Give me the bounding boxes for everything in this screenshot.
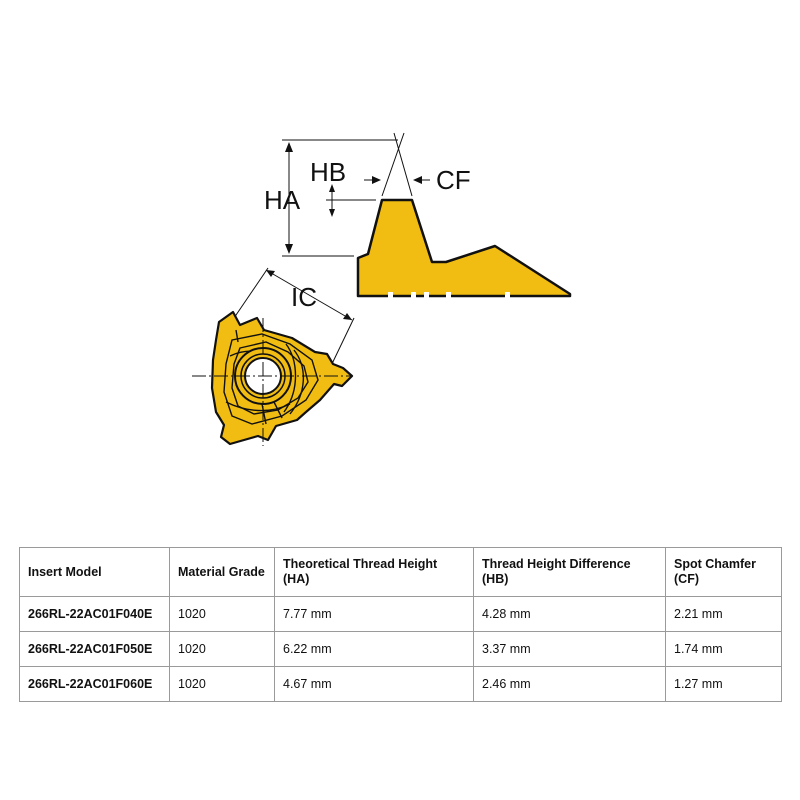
cell-spot-chamfer: 1.27 mm [665,666,782,702]
cell-spot-chamfer: 2.21 mm [665,596,782,632]
label-ic: IC [291,282,317,312]
cell-thread-height: 6.22 mm [274,631,474,667]
table-row: 266RL-22AC01F060E 1020 4.67 mm 2.46 mm 1… [19,666,782,702]
profile-base-marks [388,292,510,298]
dimension-arrowheads [266,142,422,320]
table-header-row: Insert Model Material Grade Theoretical … [19,547,782,597]
table-row: 266RL-22AC01F050E 1020 6.22 mm 3.37 mm 1… [19,631,782,667]
header-height-difference: Thread Height Difference (HB) [473,547,666,597]
label-cf: CF [436,165,471,195]
dimension-lines [233,132,430,369]
profile-view [356,198,572,298]
label-ha: HA [264,185,301,215]
cell-insert-model: 266RL-22AC01F040E [19,596,170,632]
cell-insert-model: 266RL-22AC01F050E [19,631,170,667]
header-insert-model: Insert Model [19,547,170,597]
cell-thread-height: 7.77 mm [274,596,474,632]
cell-material-grade: 1020 [169,631,275,667]
insert-front-view [192,310,354,446]
table-row: 266RL-22AC01F040E 1020 7.77 mm 4.28 mm 2… [19,596,782,632]
header-material-grade: Material Grade [169,547,275,597]
insert-diagram: HA HB CF IC [192,132,572,446]
cell-height-difference: 2.46 mm [473,666,666,702]
header-spot-chamfer: Spot Chamfer (CF) [665,547,782,597]
header-thread-height: Theoretical Thread Height (HA) [274,547,474,597]
cell-material-grade: 1020 [169,596,275,632]
profile-body [356,198,572,298]
cell-thread-height: 4.67 mm [274,666,474,702]
cell-height-difference: 3.37 mm [473,631,666,667]
insert-center-lines [192,318,352,446]
cell-spot-chamfer: 1.74 mm [665,631,782,667]
insert-spec-table: Insert Model Material Grade Theoretical … [19,547,782,702]
label-hb: HB [310,157,346,187]
cell-insert-model: 266RL-22AC01F060E [19,666,170,702]
cell-material-grade: 1020 [169,666,275,702]
cell-height-difference: 4.28 mm [473,596,666,632]
